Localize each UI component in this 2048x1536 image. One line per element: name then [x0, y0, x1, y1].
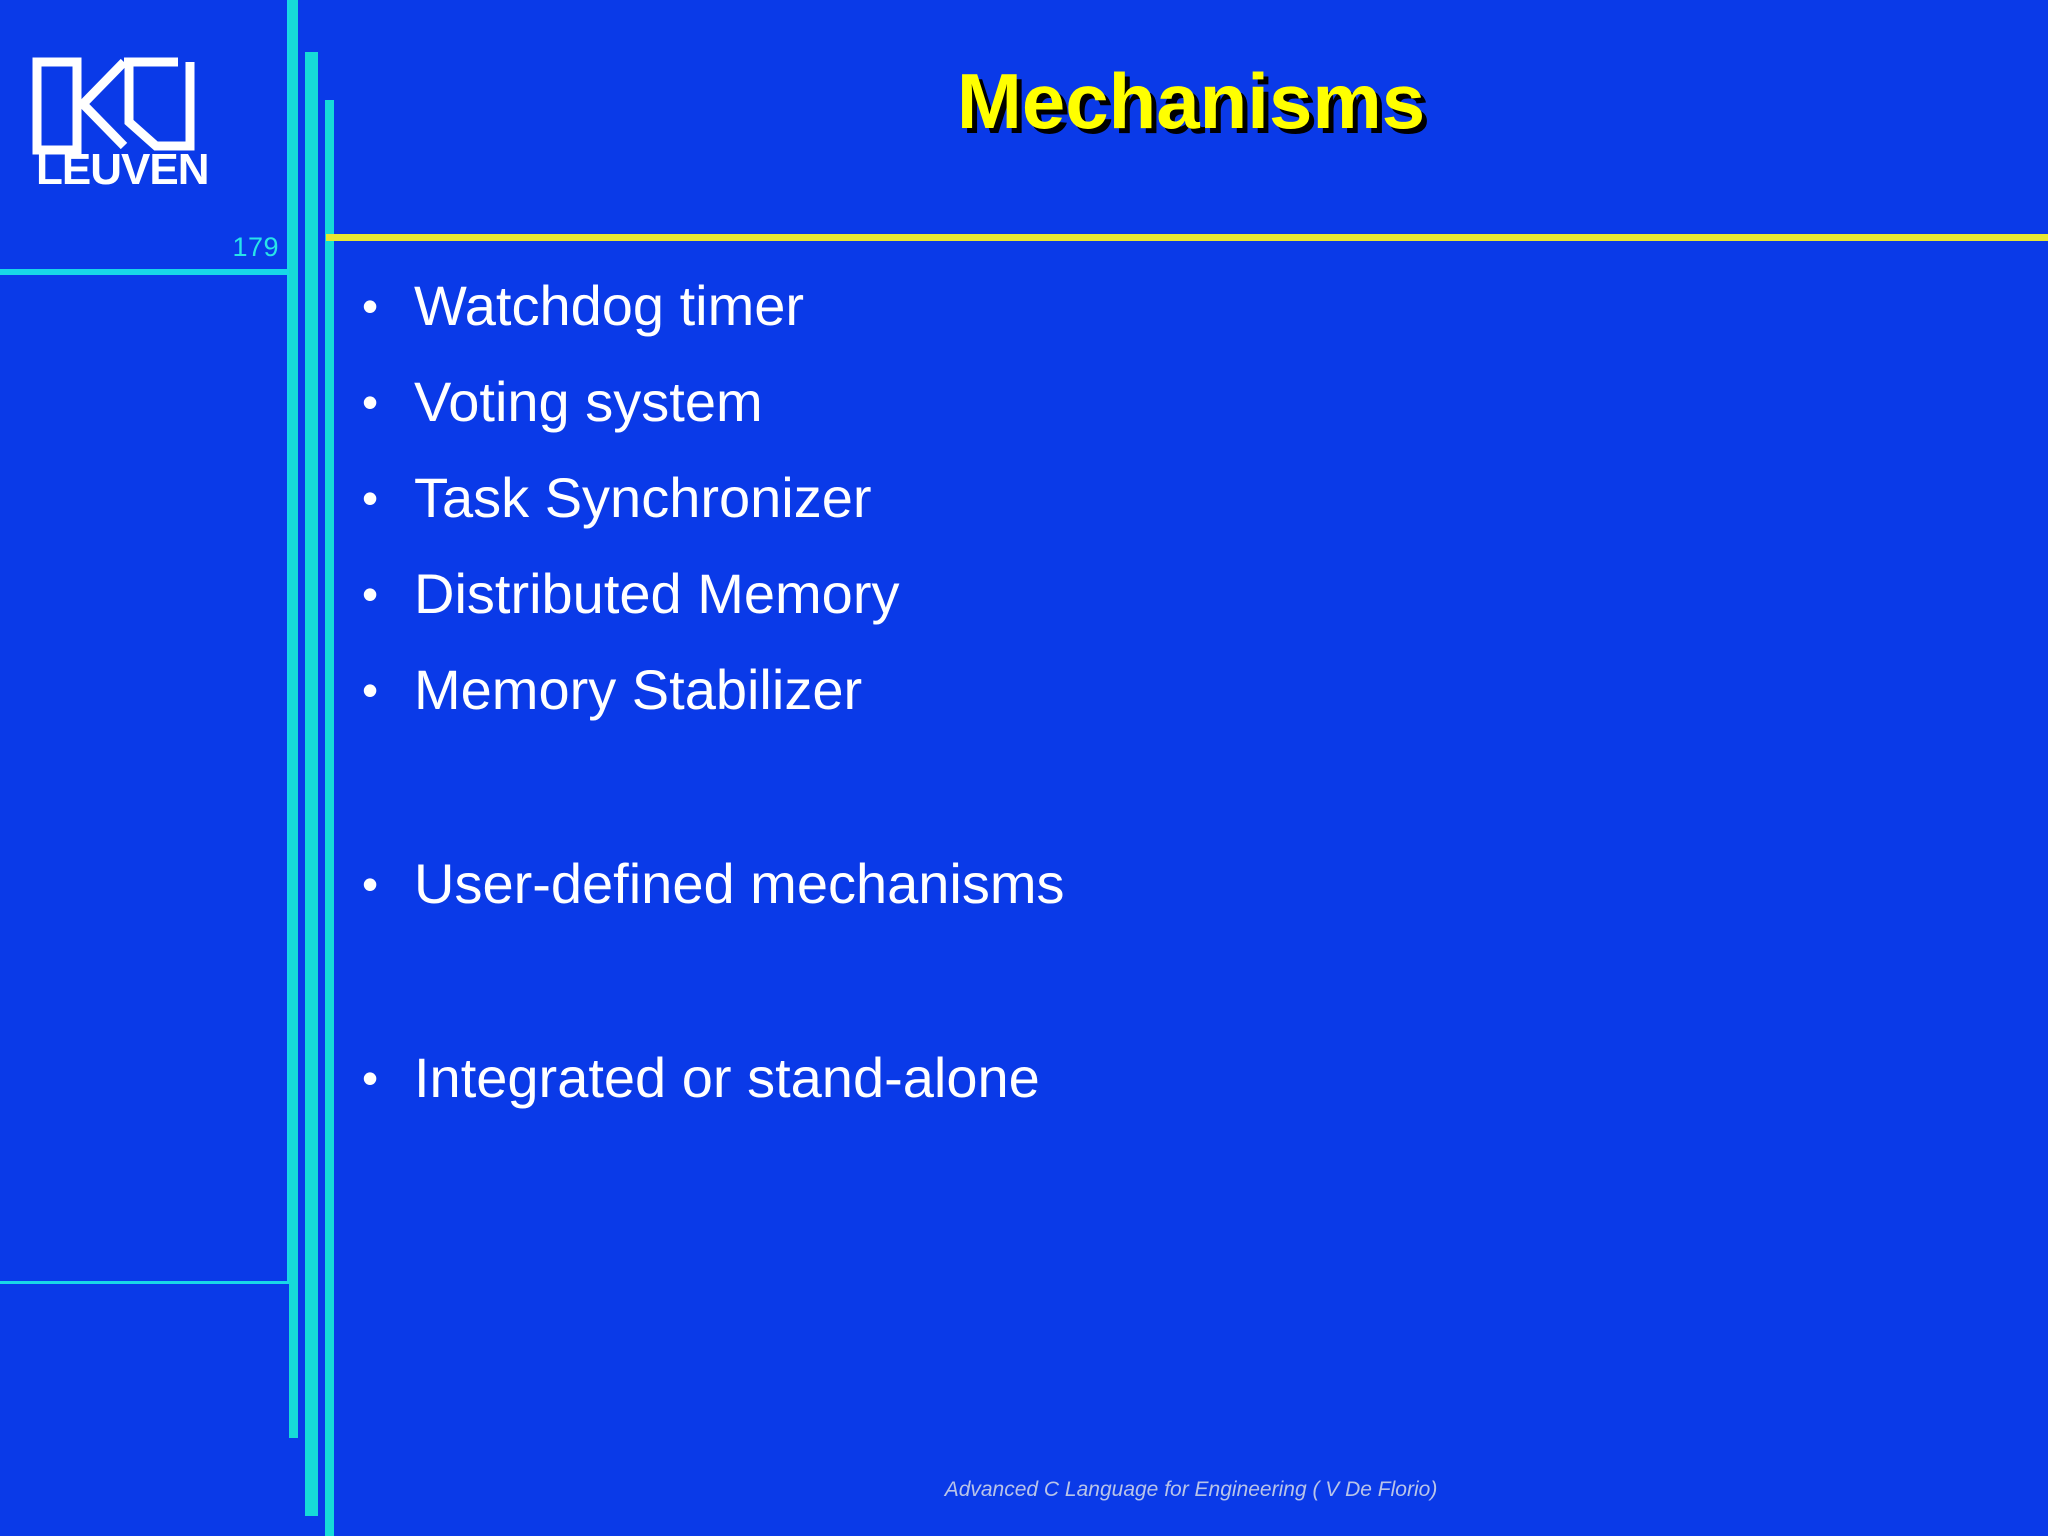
slide-title: Mechanisms: [956, 57, 1426, 145]
bullet-dot-icon: •: [362, 568, 379, 620]
page-number: 179: [232, 232, 279, 262]
list-item-label: Integrated or stand-alone: [414, 1046, 1040, 1109]
list-item: • Integrated or stand-alone: [352, 1030, 1952, 1126]
accent-line-2: [305, 52, 318, 1516]
list-item-label: User-defined mechanisms: [414, 852, 1065, 915]
list-item-label: Voting system: [414, 370, 763, 433]
sidebar-frame-middle: [0, 272, 290, 1284]
bullet-dot-icon: •: [362, 1052, 379, 1104]
list-item-label: Task Synchronizer: [414, 466, 872, 529]
list-item: • Voting system: [352, 354, 1952, 450]
list-item-label: Memory Stabilizer: [414, 658, 863, 721]
bullet-dot-icon: •: [362, 280, 379, 332]
list-item-label: Watchdog timer: [414, 274, 805, 337]
list-item: • User-defined mechanisms: [352, 836, 1952, 932]
list-item: • Distributed Memory: [352, 546, 1952, 642]
ku-leuven-logo: LEUVEN: [28, 48, 246, 194]
bullet-dot-icon: •: [362, 858, 379, 910]
list-item: • Task Synchronizer: [352, 450, 1952, 546]
list-item: • Watchdog timer: [352, 258, 1952, 354]
slide-footer: Advanced C Language for Engineering ( V …: [944, 1478, 1438, 1501]
bullet-dot-icon: •: [362, 472, 379, 524]
accent-line-3: [325, 100, 334, 1536]
title-divider: [326, 234, 2048, 241]
bullet-list: • Watchdog timer • Voting system • Task …: [352, 258, 1952, 1126]
svg-text:LEUVEN: LEUVEN: [36, 145, 208, 188]
bullet-dot-icon: •: [362, 376, 379, 428]
list-item-label: Distributed Memory: [414, 562, 900, 625]
list-item: • Memory Stabilizer: [352, 642, 1952, 738]
accent-line-1: [289, 0, 298, 1438]
bullet-dot-icon: •: [362, 664, 379, 716]
